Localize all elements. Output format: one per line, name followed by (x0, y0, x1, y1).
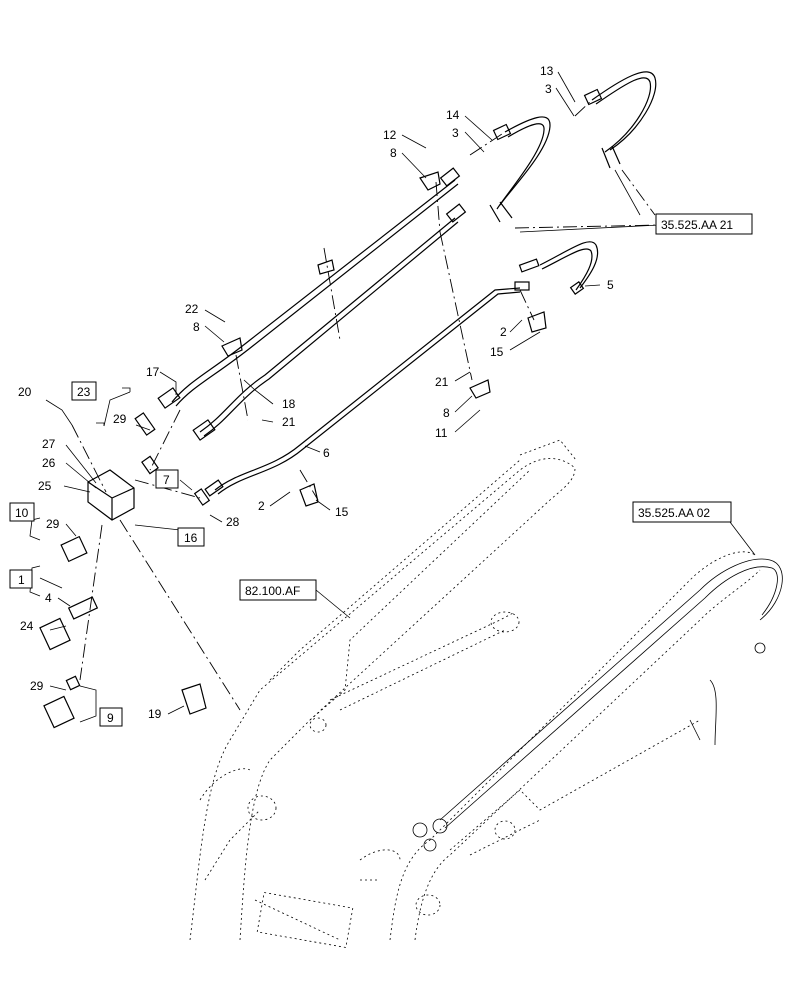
callout-15: 15 (490, 345, 504, 359)
callout-29: 29 (46, 517, 60, 531)
hose-13 (583, 71, 657, 169)
callout-6: 6 (323, 446, 330, 460)
callout-11: 11 (435, 426, 448, 440)
loader-arm-right (359, 551, 783, 941)
boxed-callout-9: 9 (99, 707, 123, 727)
svg-text:82.100.AF: 82.100.AF (245, 584, 300, 598)
callout-12: 12 (383, 128, 397, 142)
boxed-callout-7: 7 (155, 469, 179, 489)
group-brackets (29, 387, 193, 723)
callout-26: 26 (42, 456, 56, 470)
callout-21: 21 (282, 415, 296, 429)
svg-text:16: 16 (184, 531, 198, 545)
callout-20: 20 (18, 385, 32, 399)
svg-text:35.525.AA 21: 35.525.AA 21 (661, 218, 733, 232)
svg-text:9: 9 (107, 711, 114, 725)
callout-15: 15 (335, 505, 349, 519)
boxed-callout-1: 1 (9, 569, 33, 589)
svg-text:1: 1 (18, 573, 25, 587)
clamps (181, 171, 547, 715)
svg-text:7: 7 (163, 473, 170, 487)
callout-29: 29 (113, 412, 127, 426)
hose-14 (489, 116, 551, 223)
boxed-callout-10: 10 (9, 502, 35, 522)
reference-35-525-aa-02: 35.525.AA 02 (632, 501, 732, 523)
callout-8: 8 (193, 320, 200, 334)
callout-8: 8 (443, 406, 450, 420)
callout-13: 13 (540, 64, 554, 78)
svg-text:10: 10 (15, 506, 29, 520)
callout-18: 18 (282, 397, 296, 411)
hose-5 (518, 241, 599, 295)
callout-3: 3 (452, 126, 459, 140)
callout-labels: 13 3 14 3 12 8 5 2 15 21 8 11 22 8 17 18… (18, 64, 614, 721)
callout-27: 27 (42, 437, 56, 451)
callout-21: 21 (435, 375, 449, 389)
couplers-left (39, 535, 99, 729)
callout-14: 14 (446, 108, 460, 122)
callout-5: 5 (607, 278, 614, 292)
callout-2: 2 (500, 325, 507, 339)
loader-arm-left (189, 439, 577, 948)
callout-24: 24 (20, 619, 34, 633)
callout-28: 28 (226, 515, 240, 529)
svg-text:35.525.AA 02: 35.525.AA 02 (638, 506, 710, 520)
svg-text:23: 23 (77, 385, 91, 399)
leader-lines (45, 71, 756, 715)
manifold-block (87, 469, 135, 521)
callout-3: 3 (545, 82, 552, 96)
callout-4: 4 (45, 591, 52, 605)
callout-19: 19 (148, 707, 162, 721)
boxed-callout-23: 23 (71, 381, 97, 401)
tube-18 (199, 203, 467, 437)
centerlines (71, 99, 661, 711)
reference-82-100-af: 82.100.AF (239, 579, 317, 601)
callout-25: 25 (38, 479, 52, 493)
callout-29: 29 (30, 679, 44, 693)
callout-17: 17 (146, 365, 160, 379)
fittings-group (134, 387, 224, 506)
reference-35-525-aa-21: 35.525.AA 21 (655, 213, 753, 235)
boxed-callout-16: 16 (177, 527, 205, 547)
callout-22: 22 (185, 302, 199, 316)
tube-17 (171, 167, 461, 407)
callout-8: 8 (390, 146, 397, 160)
callout-2: 2 (258, 499, 265, 513)
tube-6 (214, 281, 530, 495)
